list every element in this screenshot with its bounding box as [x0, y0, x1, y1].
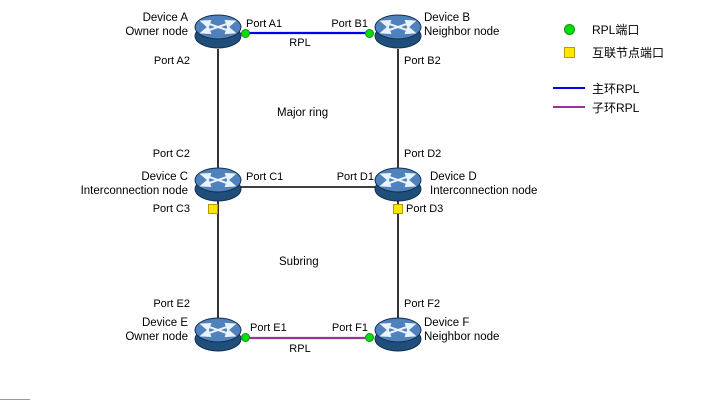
device-e-role: Owner node	[125, 330, 188, 343]
router-icon	[194, 317, 242, 352]
device-d-role: Interconnection node	[430, 184, 538, 197]
device-f-label: Device F Neighbor node	[424, 317, 499, 344]
subring-rpl-line-icon	[553, 106, 585, 108]
legend-item-rpl-port: RPL端口	[552, 21, 639, 37]
device-a-icon	[194, 13, 242, 51]
router-icon	[374, 14, 422, 49]
port-d2-label: Port D2	[404, 148, 442, 160]
rpl-port-dot-b1	[365, 29, 374, 38]
port-a1-label: Port A1	[246, 18, 283, 30]
device-f-icon	[374, 316, 422, 354]
legend-item-major-rpl: 主环RPL	[552, 80, 639, 96]
port-f2-label: Port F2	[404, 298, 441, 310]
legend: RPL端口 互联节点端口 主环RPL 子环RPL	[552, 0, 702, 130]
legend-subring-rpl-label: 子环RPL	[592, 100, 640, 115]
port-e2-label: Port E2	[153, 298, 190, 310]
legend-item-subring-rpl: 子环RPL	[552, 99, 639, 115]
interconnect-square-d3	[393, 204, 403, 214]
device-d-name: Device D	[430, 171, 477, 183]
router-icon	[374, 167, 422, 202]
legend-interconnect-port-label: 互联节点端口	[592, 45, 665, 60]
router-icon	[194, 167, 242, 202]
device-a-label: Device A Owner node	[56, 12, 188, 39]
port-a2-label: Port A2	[153, 55, 190, 67]
major-rpl-text: RPL	[289, 37, 311, 49]
rpl-port-dot-icon	[563, 23, 575, 35]
interconnect-square-c3	[208, 204, 218, 214]
port-c1-label: Port C1	[246, 171, 284, 183]
page-edge-rule	[0, 399, 30, 400]
port-d3-label: Port D3	[406, 203, 444, 215]
rpl-port-dot-a1	[241, 29, 250, 38]
legend-rpl-port-label: RPL端口	[592, 22, 640, 37]
device-e-icon	[194, 316, 242, 354]
interconnect-port-square-icon	[563, 46, 575, 58]
device-e-name: Device E	[141, 317, 188, 329]
rpl-port-dot-e1	[241, 333, 250, 342]
legend-major-rpl-label: 主环RPL	[592, 81, 640, 96]
device-b-name: Device B	[424, 12, 471, 24]
legend-item-interconnect-port: 互联节点端口	[552, 44, 664, 60]
port-d1-label: Port D1	[336, 171, 374, 183]
device-d-label: Device D Interconnection node	[430, 171, 537, 198]
subring-rpl-text: RPL	[289, 343, 311, 355]
port-e1-label: Port E1	[250, 322, 287, 334]
port-b2-label: Port B2	[404, 55, 441, 67]
device-b-label: Device B Neighbor node	[424, 12, 499, 39]
device-c-icon	[194, 166, 242, 204]
port-c3-label: Port C3	[152, 203, 190, 215]
device-c-name: Device C	[141, 171, 188, 183]
device-b-icon	[374, 13, 422, 51]
router-icon	[194, 14, 242, 49]
device-f-role: Neighbor node	[424, 330, 500, 343]
device-b-role: Neighbor node	[424, 25, 500, 38]
device-a-role: Owner node	[125, 25, 188, 38]
port-c2-label: Port C2	[152, 148, 190, 160]
device-d-icon	[374, 166, 422, 204]
device-c-label: Device C Interconnection node	[56, 171, 188, 198]
device-f-name: Device F	[424, 317, 470, 329]
subring-label: Subring	[279, 256, 319, 268]
device-e-label: Device E Owner node	[56, 317, 188, 344]
major-rpl-line-icon	[553, 87, 585, 89]
major-ring-label: Major ring	[277, 107, 329, 119]
router-icon	[374, 317, 422, 352]
device-c-role: Interconnection node	[80, 184, 188, 197]
port-f1-label: Port F1	[331, 322, 368, 334]
device-a-name: Device A	[142, 12, 188, 24]
port-b1-label: Port B1	[331, 18, 368, 30]
rpl-port-dot-f1	[365, 333, 374, 342]
